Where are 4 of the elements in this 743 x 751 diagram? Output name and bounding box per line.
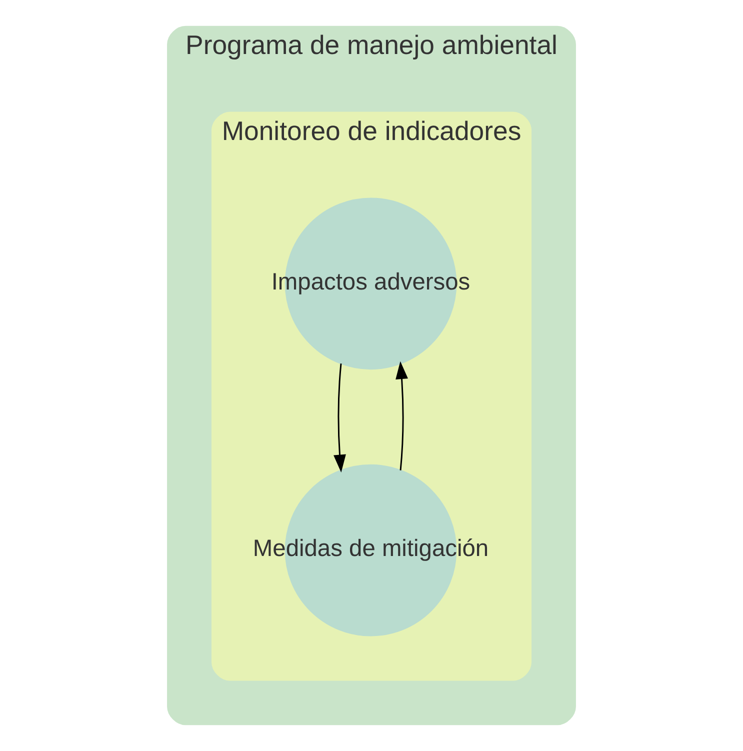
arrow (334, 363, 346, 473)
arrow (396, 361, 408, 470)
node-label: Medidas de mitigación (252, 536, 489, 562)
node-label: Impactos adversos (271, 269, 470, 296)
